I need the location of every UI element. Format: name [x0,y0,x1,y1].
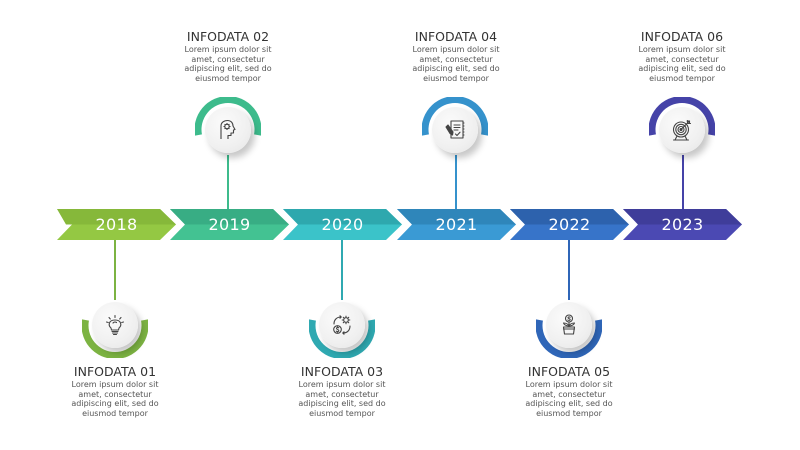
timeline-arrow-2021: 2021 [397,209,516,240]
info-title: INFODATA 06 [640,29,724,44]
node-infodata-03 [309,292,375,358]
connector-line-06 [682,155,684,209]
money-cycle-icon [333,315,351,335]
chevron-arrow-shape [57,209,176,240]
info-title: INFODATA 03 [300,364,384,379]
timeline-arrow-2022: 2022 [510,209,629,240]
chevron-arrow-shape [170,209,289,240]
year-label: 2021 [435,215,478,234]
info-description: Lorem ipsum dolor sit amet, consectetur … [525,380,613,418]
arc-ring [649,97,715,136]
money-plant-icon [562,314,576,335]
info-description: Lorem ipsum dolor sit amet, consectetur … [184,45,272,83]
info-block-03: INFODATA 03 Lorem ipsum dolor sit amet, … [282,364,402,418]
year-label: 2022 [548,215,591,234]
icon-disc [319,302,365,348]
connector-line-05 [568,240,570,300]
icon-disc [205,107,251,153]
timeline-arrow-2020: 2020 [283,209,402,240]
year-label: 2020 [321,215,364,234]
connector-line-04 [455,155,457,209]
icon-disc [92,302,138,348]
info-description: Lorem ipsum dolor sit amet, consectetur … [412,45,500,83]
info-description: Lorem ipsum dolor sit amet, consectetur … [71,380,159,418]
info-title: INFODATA 02 [186,29,270,44]
node-infodata-02 [195,97,261,163]
connector-line-03 [341,240,343,300]
timeline-arrow-2019: 2019 [170,209,289,240]
info-title: INFODATA 05 [527,364,611,379]
info-description: Lorem ipsum dolor sit amet, consectetur … [298,380,386,418]
arc-ring [195,97,261,136]
year-label: 2023 [661,215,704,234]
connector-line-01 [114,240,116,300]
connector-line-02 [227,155,229,209]
info-block-06: INFODATA 06 Lorem ipsum dolor sit amet, … [622,29,742,83]
info-block-04: INFODATA 04 Lorem ipsum dolor sit amet, … [396,29,516,83]
chevron-arrow-shape [283,209,402,240]
arc-ring [309,319,375,358]
arc-ring [536,319,602,358]
node-infodata-01 [82,292,148,358]
node-infodata-05 [536,292,602,358]
arc-ring [422,97,488,136]
node-infodata-04 [422,97,488,163]
lightbulb-icon [105,314,125,336]
chevron-arrow-shape [397,209,516,240]
info-description: Lorem ipsum dolor sit amet, consectetur … [638,45,726,83]
info-title: INFODATA 04 [414,29,498,44]
info-title: INFODATA 01 [73,364,157,379]
node-infodata-06 [649,97,715,163]
chevron-arrow-shape [510,209,629,240]
info-block-01: INFODATA 01 Lorem ipsum dolor sit amet, … [55,364,175,418]
head-gear-icon [220,119,236,139]
info-block-02: INFODATA 02 Lorem ipsum dolor sit amet, … [168,29,288,83]
year-label: 2019 [208,215,251,234]
timeline-arrow-2018: 2018 [57,209,176,240]
year-label: 2018 [95,215,138,234]
notepad-pen-icon [445,120,465,139]
target-icon [672,119,692,141]
chevron-arrow-shape [623,209,742,240]
info-block-05: INFODATA 05 Lorem ipsum dolor sit amet, … [509,364,629,418]
arc-ring [82,319,148,358]
timeline-arrow-2023: 2023 [623,209,742,240]
